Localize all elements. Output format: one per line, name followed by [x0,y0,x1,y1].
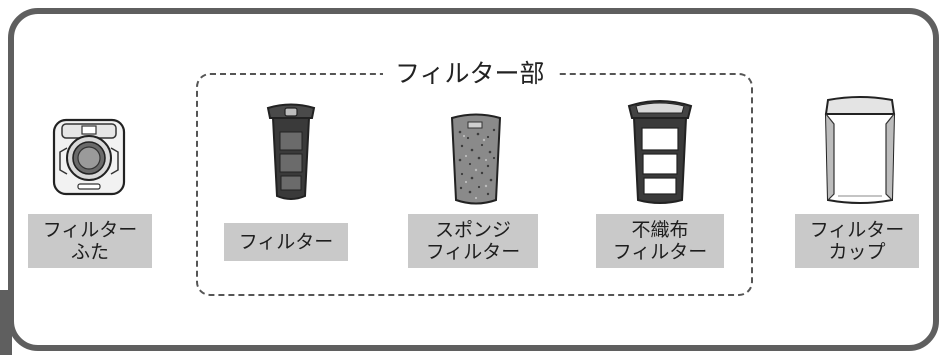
label-filter-cup-line-1: フィルター [809,219,905,241]
label-filter-cup-line-2: カップ [828,241,886,263]
edge-mark [0,290,12,355]
label-nonwoven-filter-line-1: 不織布 [631,219,689,241]
label-filter-cup: フィルター カップ [795,214,919,268]
filter-lid-icon [52,118,126,196]
filter-group-title: フィルター部 [383,57,557,91]
label-sponge-filter-line-2: フィルター [425,241,521,263]
label-filter-lid-line-2: ふた [70,241,109,263]
label-filter: フィルター [224,223,348,261]
sponge-filter-icon [450,113,502,205]
label-filter-lid-line-1: フィルター [42,219,138,241]
nonwoven-filter-icon [627,100,693,204]
filter-icon [266,103,316,200]
label-nonwoven-filter: 不織布 フィルター [596,214,724,268]
filter-cup-icon [824,96,896,204]
label-nonwoven-filter-line-2: フィルター [612,241,708,263]
label-filter-line-1: フィルター [238,231,334,253]
label-filter-lid: フィルター ふた [28,214,152,268]
label-sponge-filter: スポンジ フィルター [408,214,538,268]
label-sponge-filter-line-1: スポンジ [434,219,511,241]
